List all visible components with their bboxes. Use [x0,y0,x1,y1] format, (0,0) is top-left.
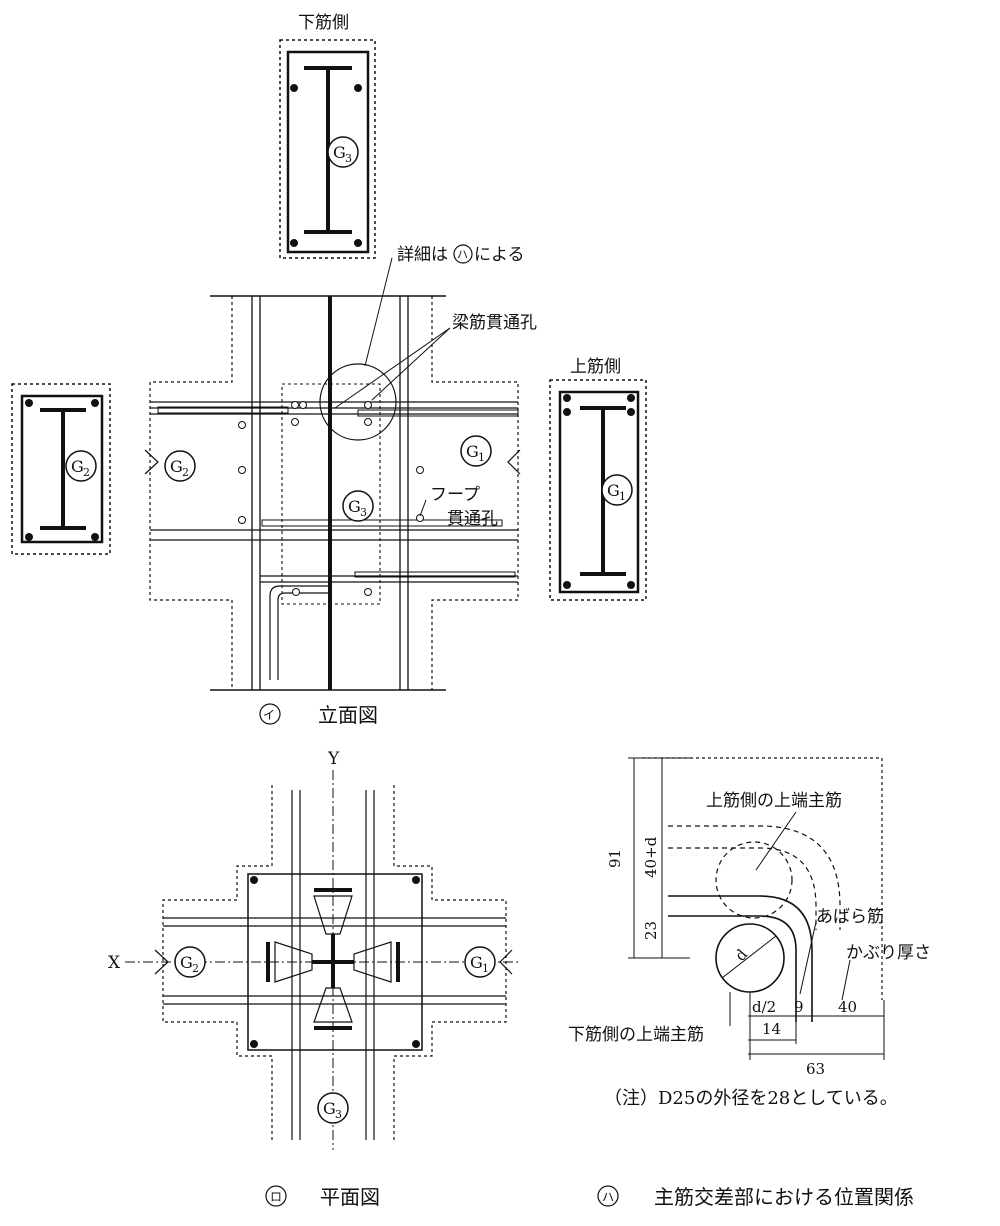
g3-section-title: 下筋側 [298,13,349,33]
g1-section-tag: G [607,481,620,500]
callout-beam-hole: 梁筋貫通孔 [452,313,537,333]
svg-text:2: 2 [192,962,199,975]
label-upper-bar: 上筋側の上端主筋 [706,791,842,811]
plan-axis-y: Y [327,749,340,769]
dim-d2: d/2 [752,998,776,1016]
dim-14: 14 [762,1020,781,1038]
dim-91: 91 [606,849,624,868]
callout-hoop-1: フープ [430,485,480,505]
callout-hoop-2: 貫通孔 [447,509,498,529]
g3-section: 下筋側 G 3 [279,13,376,259]
detail-view [628,757,885,1060]
label-cover: かぶり厚さ [846,943,931,963]
elevation-caption: 立面図 [318,703,378,727]
svg-text:2: 2 [182,466,189,479]
g1-elevation-tag: G [466,442,479,461]
elevation-caption-mark: イ [263,708,275,722]
g3-plan-tag: G [323,1099,336,1118]
g2-section: G 2 [11,383,111,555]
label-lower-bar: 下筋側の上端主筋 [568,1025,704,1045]
g1-section: 上筋側 G 1 [549,357,647,601]
callout-detail-suffix: による [474,245,525,265]
detail-caption-mark: ハ [602,1190,614,1204]
g1-plan-tag: G [470,953,483,972]
g3-section-tag: G [333,143,346,162]
dim-d: d [731,945,751,964]
detail-caption: 主筋交差部における位置関係 [654,1185,914,1209]
plan-view: Y X G 2 G [108,749,520,1150]
svg-text:1: 1 [478,451,485,464]
g1-section-title: 上筋側 [570,357,621,377]
plan-caption: 平面図 [320,1185,380,1209]
svg-text:1: 1 [482,962,489,975]
elevation-view: G 2 G 1 G 3 [144,257,521,691]
dim-9: 9 [794,998,804,1016]
g3-elevation-tag: G [348,497,361,516]
label-abara: あばら筋 [816,907,884,927]
callout-detail: 詳細は [397,245,448,265]
dim-40d: 40+d [642,836,660,878]
g2-elevation-tag: G [170,457,183,476]
dim-40: 40 [838,998,857,1016]
svg-text:2: 2 [83,466,90,479]
g2-section-tag: G [71,457,84,476]
plan-axis-x: X [108,953,121,973]
dim-63: 63 [806,1060,825,1078]
svg-text:3: 3 [335,1108,342,1121]
svg-text:1: 1 [619,490,626,503]
g2-plan-tag: G [180,953,193,972]
svg-text:3: 3 [360,506,367,519]
callout-detail-mark: ハ [457,248,468,261]
dim-23: 23 [642,921,660,940]
svg-text:3: 3 [345,152,352,165]
detail-note: （注）D25の外径を28としている。 [604,1088,898,1109]
plan-caption-mark: ロ [270,1190,282,1204]
